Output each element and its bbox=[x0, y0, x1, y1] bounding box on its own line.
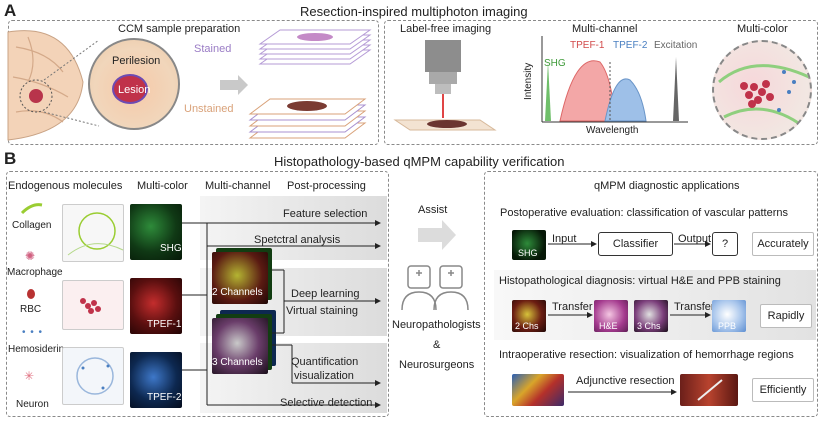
two-channels-image bbox=[212, 252, 268, 304]
intraop-title: Intraoperative resection: visualization … bbox=[499, 349, 794, 361]
histo-title: Histopathological diagnosis: virtual H&E… bbox=[499, 275, 781, 287]
virtual-he-label: H&E bbox=[599, 321, 618, 331]
molecule-hemosiderin: Hemosiderin bbox=[8, 344, 65, 355]
rbc-icon bbox=[27, 289, 35, 299]
histo-transfer1-label: Transfer bbox=[552, 301, 593, 313]
histo-2chs-label: 2 Chs bbox=[515, 321, 539, 331]
slide-stack bbox=[248, 29, 372, 139]
postop-shg-label: SHG bbox=[518, 248, 538, 258]
tpef2-channel-image bbox=[130, 352, 182, 408]
lesion-blob bbox=[112, 74, 148, 104]
neuropathologists-label: Neuropathologists bbox=[392, 319, 481, 331]
three-channels-label: 3 Channels bbox=[212, 357, 263, 368]
accurately-badge: Accurately bbox=[752, 232, 814, 256]
tpef2-spectrum-label: TPEF-2 bbox=[613, 40, 648, 51]
header-postprocessing: Post-processing bbox=[287, 180, 366, 192]
flow-arrows bbox=[182, 220, 381, 408]
molecule-neuron: Neuron bbox=[16, 399, 49, 410]
stained-label: Stained bbox=[194, 43, 232, 55]
intraop-arrow bbox=[568, 389, 677, 395]
panel-b-letter: B bbox=[4, 149, 17, 168]
spectrum-ylabel: Intensity bbox=[523, 62, 534, 100]
neurosurgeons-label: Neurosurgeons bbox=[399, 359, 475, 371]
shg-channel-image bbox=[130, 204, 182, 260]
spectrum-xlabel: Wavelength bbox=[586, 125, 639, 136]
unstained-label: Unstained bbox=[184, 103, 234, 115]
macrophage-icon: ✺ bbox=[25, 249, 36, 263]
two-channels-label: 2 Channels bbox=[212, 287, 263, 298]
rapidly-badge: Rapidly bbox=[760, 304, 812, 328]
postop-output-label: Output bbox=[678, 233, 712, 245]
adjunctive-resection-label: Adjunctive resection bbox=[576, 375, 675, 387]
assist-label: Assist bbox=[418, 204, 448, 216]
brain-illustration bbox=[7, 30, 84, 141]
doctors-icon bbox=[401, 265, 469, 311]
hemosiderin-sketch-image bbox=[62, 347, 124, 405]
virtual-ppb-label: PPB bbox=[718, 321, 737, 331]
output-question-box: ? bbox=[712, 232, 738, 256]
postop-title: Postoperative evaluation: classification… bbox=[500, 207, 788, 219]
efficiently-badge: Efficiently bbox=[752, 378, 814, 402]
microscope-objective-illustration bbox=[393, 40, 497, 131]
verification-section bbox=[6, 171, 389, 417]
tpef1-channel-image bbox=[130, 278, 182, 334]
molecule-collagen: Collagen bbox=[12, 220, 52, 231]
ampersand-label: & bbox=[433, 339, 441, 351]
histo-transfer2-label: Transfer bbox=[674, 301, 715, 313]
panel-a-letter: A bbox=[4, 1, 17, 20]
virtual-ppb-image bbox=[712, 300, 746, 332]
post-spectral-analysis: Spetctral analysis bbox=[254, 234, 341, 246]
tpef2-channel-label: TPEF-2 bbox=[147, 392, 182, 403]
classifier-box: Classifier bbox=[598, 232, 673, 256]
emission-spectrum-plot bbox=[541, 36, 688, 123]
postop-arrows bbox=[548, 241, 711, 247]
header-endogenous: Endogenous molecules bbox=[8, 180, 123, 192]
prep-arrow bbox=[220, 75, 248, 95]
panel-a-title: Resection-inspired multiphoton imaging bbox=[300, 4, 528, 19]
applications-section bbox=[484, 171, 818, 417]
postop-input-label: Input bbox=[552, 233, 577, 245]
histo-3chs-image bbox=[634, 300, 668, 332]
perilesion-label: Perilesion bbox=[112, 55, 161, 67]
multichannel-title: Multi-channel bbox=[572, 23, 638, 35]
excitation-spectrum-label: Excitation bbox=[654, 40, 698, 51]
histo-2chs-image bbox=[512, 300, 546, 332]
collagen-icon bbox=[20, 203, 43, 215]
virtual-he-image bbox=[594, 300, 628, 332]
label-free-title: Label-free imaging bbox=[400, 23, 492, 35]
shg-channel-label: SHG bbox=[160, 243, 182, 254]
resection-photo-image bbox=[680, 374, 738, 406]
tpef1-spectrum-label: TPEF-1 bbox=[570, 40, 605, 51]
post-visualization: visualization bbox=[294, 370, 354, 382]
rbc-sketch-image bbox=[62, 280, 124, 330]
neuron-icon: ✳ bbox=[24, 369, 35, 383]
lesion-label: Lesion bbox=[118, 84, 151, 96]
post-feature-selection: Feature selection bbox=[283, 208, 368, 220]
multicolor-zoom-circle bbox=[712, 40, 812, 140]
hemorrhage-map-image bbox=[512, 374, 564, 406]
post-selective-detection: Selective detection bbox=[280, 397, 373, 409]
histo-arrows bbox=[548, 312, 711, 318]
header-multichannel: Multi-channel bbox=[205, 180, 271, 192]
applications-title: qMPM diagnostic applications bbox=[594, 180, 740, 192]
zoom-lines bbox=[43, 39, 100, 127]
molecule-rbc: RBC bbox=[20, 304, 42, 315]
post-deep-learning: Deep learning bbox=[291, 288, 360, 300]
hemosiderin-icon: • • • bbox=[22, 327, 44, 338]
three-channels-image bbox=[212, 318, 268, 374]
tpef1-channel-label: TPEF-1 bbox=[147, 319, 182, 330]
collagen-sketch-image bbox=[62, 204, 124, 262]
molecule-macrophage: Macrophage bbox=[7, 267, 63, 278]
imaging-section bbox=[384, 20, 818, 145]
multicolor-title: Multi-color bbox=[737, 23, 788, 35]
assist-arrow bbox=[418, 220, 456, 250]
postop-shg-image bbox=[512, 230, 546, 260]
histo-3chs-label: 3 Chs bbox=[637, 321, 661, 331]
header-multicolor: Multi-color bbox=[137, 180, 188, 192]
shg-spectrum-label: SHG bbox=[544, 58, 566, 69]
panel-b-title: Histopathology-based qMPM capability ver… bbox=[274, 154, 565, 169]
ccm-title: CCM sample preparation bbox=[118, 23, 241, 35]
post-virtual-staining: Virtual staining bbox=[286, 305, 358, 317]
post-quantification: Quantification bbox=[291, 356, 359, 368]
